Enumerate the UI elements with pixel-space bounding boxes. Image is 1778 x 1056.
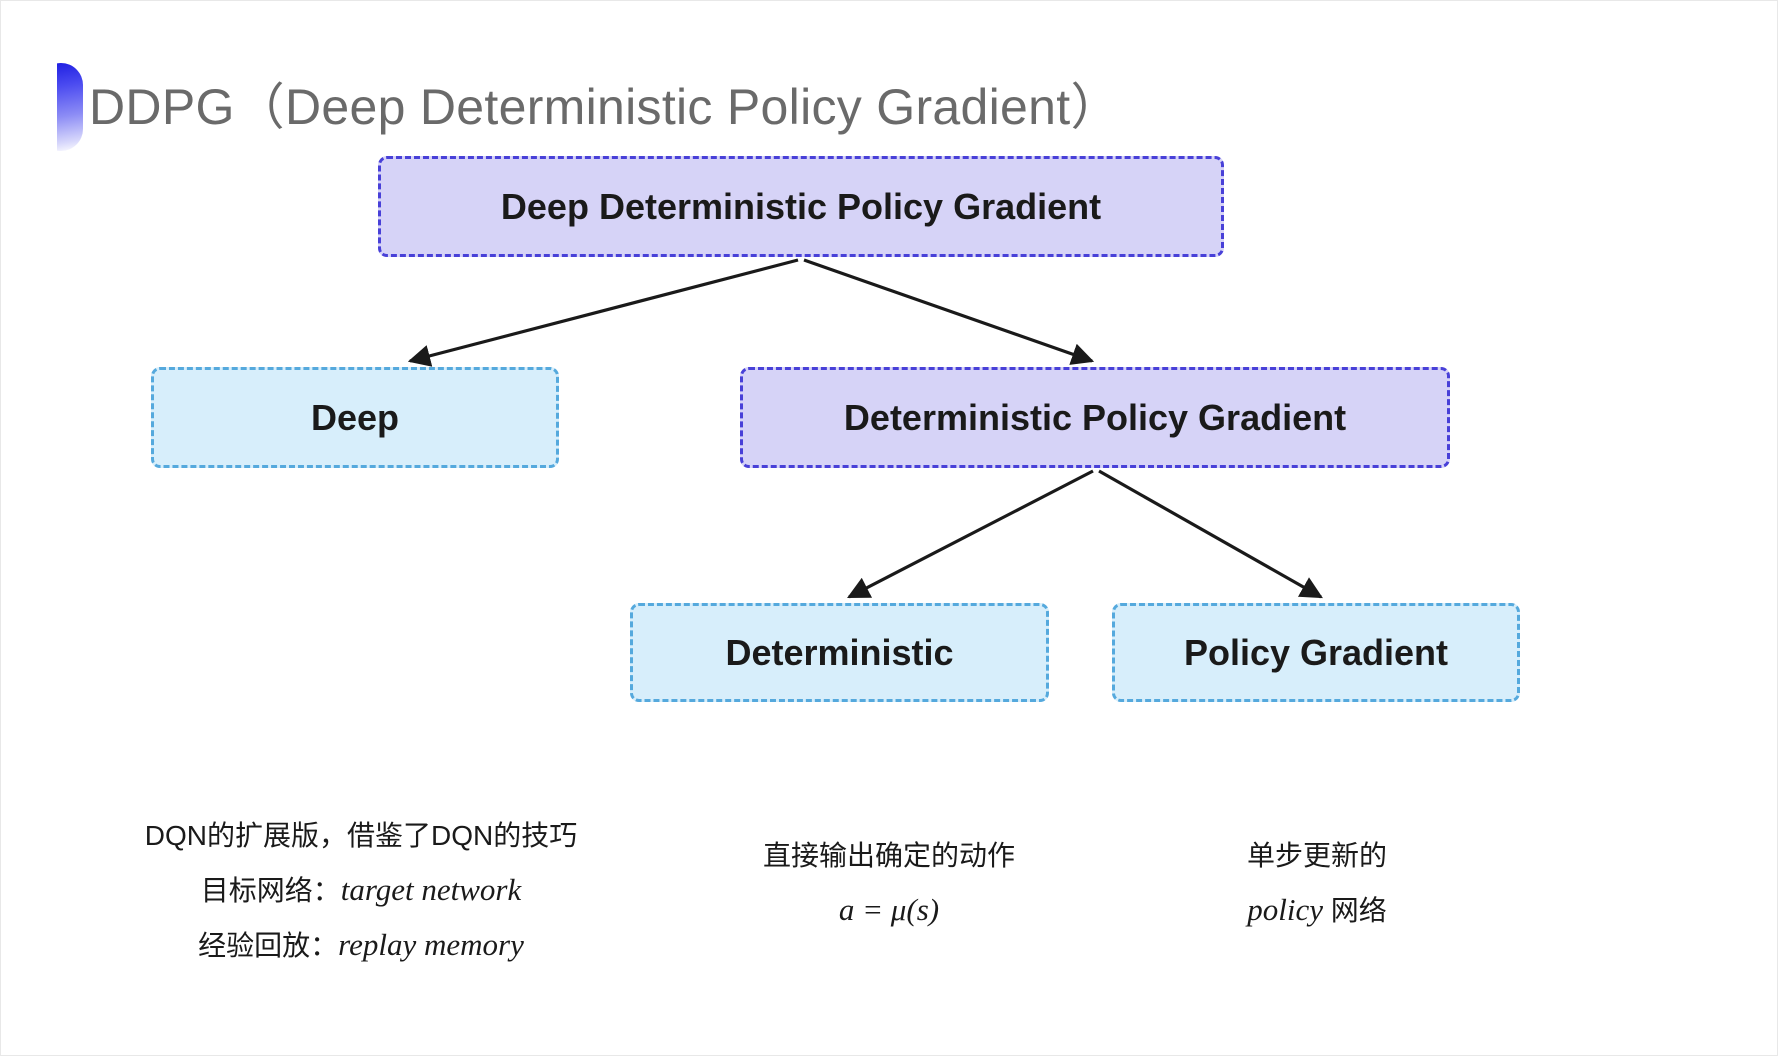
arrow-dpg-to-policy-gradient xyxy=(1098,469,1323,599)
annotation-deep-line-1: DQN的扩展版，借鉴了DQN的技巧 xyxy=(144,820,578,851)
annotation-deterministic-line-1: 直接输出确定的动作 xyxy=(762,840,1015,871)
annotation-policy-gradient-line-2-italic: policy xyxy=(1247,892,1323,927)
annotation-deep: DQN的扩展版，借鉴了DQN的技巧 目标网络：target network 经验… xyxy=(131,809,591,973)
annotation-deep-line-3: 经验回放：replay memory xyxy=(131,918,591,973)
title-bullet-decoration-icon xyxy=(57,63,83,151)
annotation-deep-line-2: 目标网络：target network xyxy=(131,863,591,918)
annotation-policy-gradient: 单步更新的 policy 网络 xyxy=(1147,829,1487,938)
arrow-root-to-deep xyxy=(407,258,799,367)
diagram-node-deterministic[interactable]: Deterministic xyxy=(630,603,1049,702)
annotation-policy-gradient-line-2-label: 网络 xyxy=(1322,895,1387,926)
annotation-deep-line-2-italic: target network xyxy=(340,872,522,907)
annotation-deep-line-2-label: 目标网络： xyxy=(200,875,341,906)
diagram-node-root[interactable]: Deep Deterministic Policy Gradient xyxy=(378,156,1224,257)
annotation-deep-line-3-italic: replay memory xyxy=(338,927,524,962)
diagram-node-deterministic-policy-gradient[interactable]: Deterministic Policy Gradient xyxy=(740,367,1450,468)
annotation-policy-gradient-line-2: policy 网络 xyxy=(1147,883,1487,938)
node-label-policy-gradient: Policy Gradient xyxy=(1183,631,1449,673)
arrow-dpg-to-deterministic xyxy=(847,469,1094,599)
annotation-deep-line-3-label: 经验回放： xyxy=(198,930,339,961)
node-label-dpg: Deterministic Policy Gradient xyxy=(843,396,1347,438)
annotation-deterministic: 直接输出确定的动作 a = μ(s) xyxy=(719,829,1059,937)
arrow-root-to-dpg xyxy=(803,258,1095,365)
diagram-node-deep[interactable]: Deep xyxy=(151,367,559,468)
page-title: DDPG（Deep Deterministic Policy Gradient） xyxy=(89,79,1121,135)
node-label-root: Deep Deterministic Policy Gradient xyxy=(500,185,1102,227)
annotation-policy-gradient-line-1: 单步更新的 xyxy=(1246,840,1387,871)
node-label-deterministic: Deterministic xyxy=(725,631,954,673)
annotation-deterministic-formula: a = μ(s) xyxy=(838,892,940,927)
node-label-deep: Deep xyxy=(310,396,400,438)
diagram-node-policy-gradient[interactable]: Policy Gradient xyxy=(1112,603,1520,702)
